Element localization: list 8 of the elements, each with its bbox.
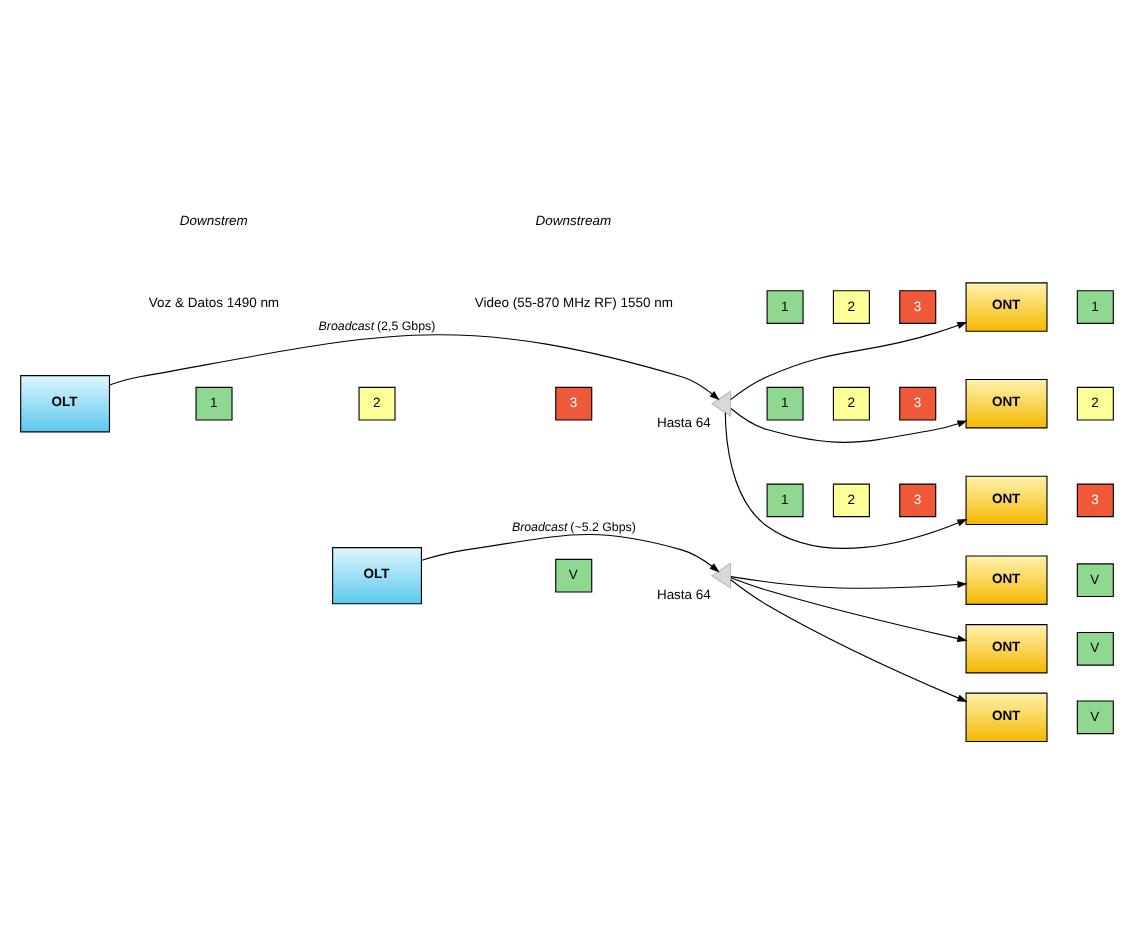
arrow xyxy=(421,533,720,573)
arrow xyxy=(724,412,968,549)
arrow xyxy=(108,334,720,401)
arrow xyxy=(730,321,968,401)
arrow xyxy=(730,579,968,702)
arrow xyxy=(730,407,968,443)
arrow xyxy=(730,577,968,642)
arrow xyxy=(730,576,968,589)
